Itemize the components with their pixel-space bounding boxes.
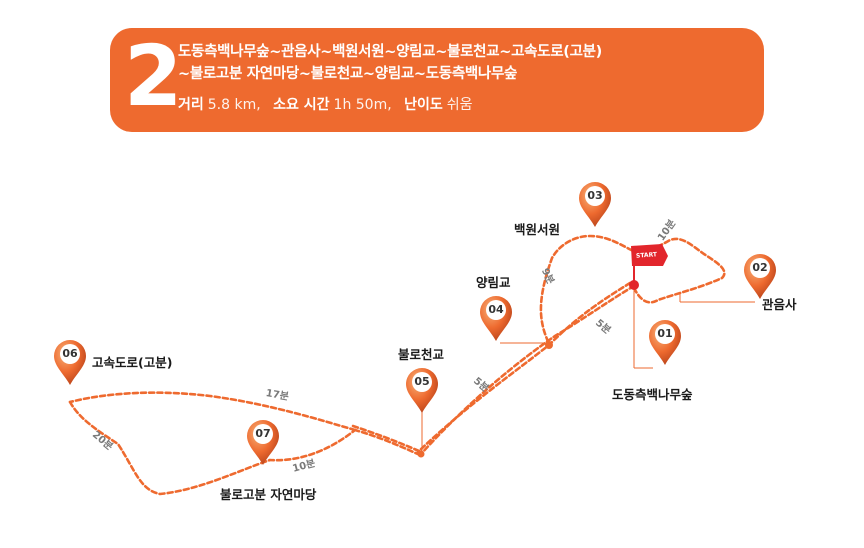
pin-number: 07 [255, 427, 271, 440]
route-number: 2 [124, 27, 183, 125]
place-label-06: 고속도로(고분) [92, 355, 173, 370]
pin-number: 02 [752, 261, 768, 274]
time-label: 소요 시간 [273, 97, 330, 113]
pin-number: 01 [657, 327, 673, 340]
junction-dot-bridge [417, 450, 425, 458]
time-value: 1h 50m, [333, 97, 392, 113]
map-pin-02[interactable]: 02 [742, 252, 778, 300]
route-description-line-1: 도동측백나무숲~관음사~백원서원~양림교~불로천교~고속도로(고분) [178, 44, 602, 60]
pin-number: 04 [488, 303, 504, 316]
place-label-04: 양림교 [476, 275, 511, 290]
place-label-02: 관음사 [762, 297, 797, 312]
distance-value: 5.8 km, [207, 97, 261, 113]
map-pin-03[interactable]: 03 [577, 180, 613, 228]
place-label-03: 백원서원 [514, 222, 561, 237]
difficulty-value: 쉬움 [446, 97, 473, 113]
map-pin-icon [579, 182, 611, 227]
map-pin-icon [649, 320, 681, 365]
difficulty-label: 난이도 [404, 97, 443, 113]
route-description-line-2: ~불로고분 자연마당~불로천교~양림교~도동측백나무숲 [178, 66, 518, 82]
pin-number: 03 [587, 189, 603, 202]
pin-number: 05 [414, 375, 430, 388]
map-pin-icon [480, 296, 512, 341]
label-connectors [421, 290, 755, 452]
map-pin-icon [247, 420, 279, 465]
start-flag-icon [629, 244, 668, 290]
map-pin-icon [744, 254, 776, 299]
map-pin-01[interactable]: 01 [647, 318, 683, 366]
start-label: START [635, 251, 658, 260]
map-pin-05[interactable]: 05 [404, 366, 440, 414]
trail-path [68, 234, 726, 496]
distance-label: 거리 [178, 97, 204, 113]
pin-number: 06 [62, 347, 78, 360]
map-pin-07[interactable]: 07 [245, 418, 281, 466]
junction-dot-yanglim [545, 341, 553, 349]
place-label-05: 불로천교 [398, 347, 445, 362]
map-pin-icon [54, 340, 86, 385]
map-pin-06[interactable]: 06 [52, 338, 88, 386]
map-pin-icon [406, 368, 438, 413]
map-pin-04[interactable]: 04 [478, 294, 514, 342]
route-banner: 2 도동측백나무숲~관음사~백원서원~양림교~불로천교~고속도로(고분) ~불로… [110, 28, 764, 132]
place-label-01: 도동측백나무숲 [612, 387, 693, 402]
place-label-07: 불로고분 자연마당 [220, 487, 317, 502]
